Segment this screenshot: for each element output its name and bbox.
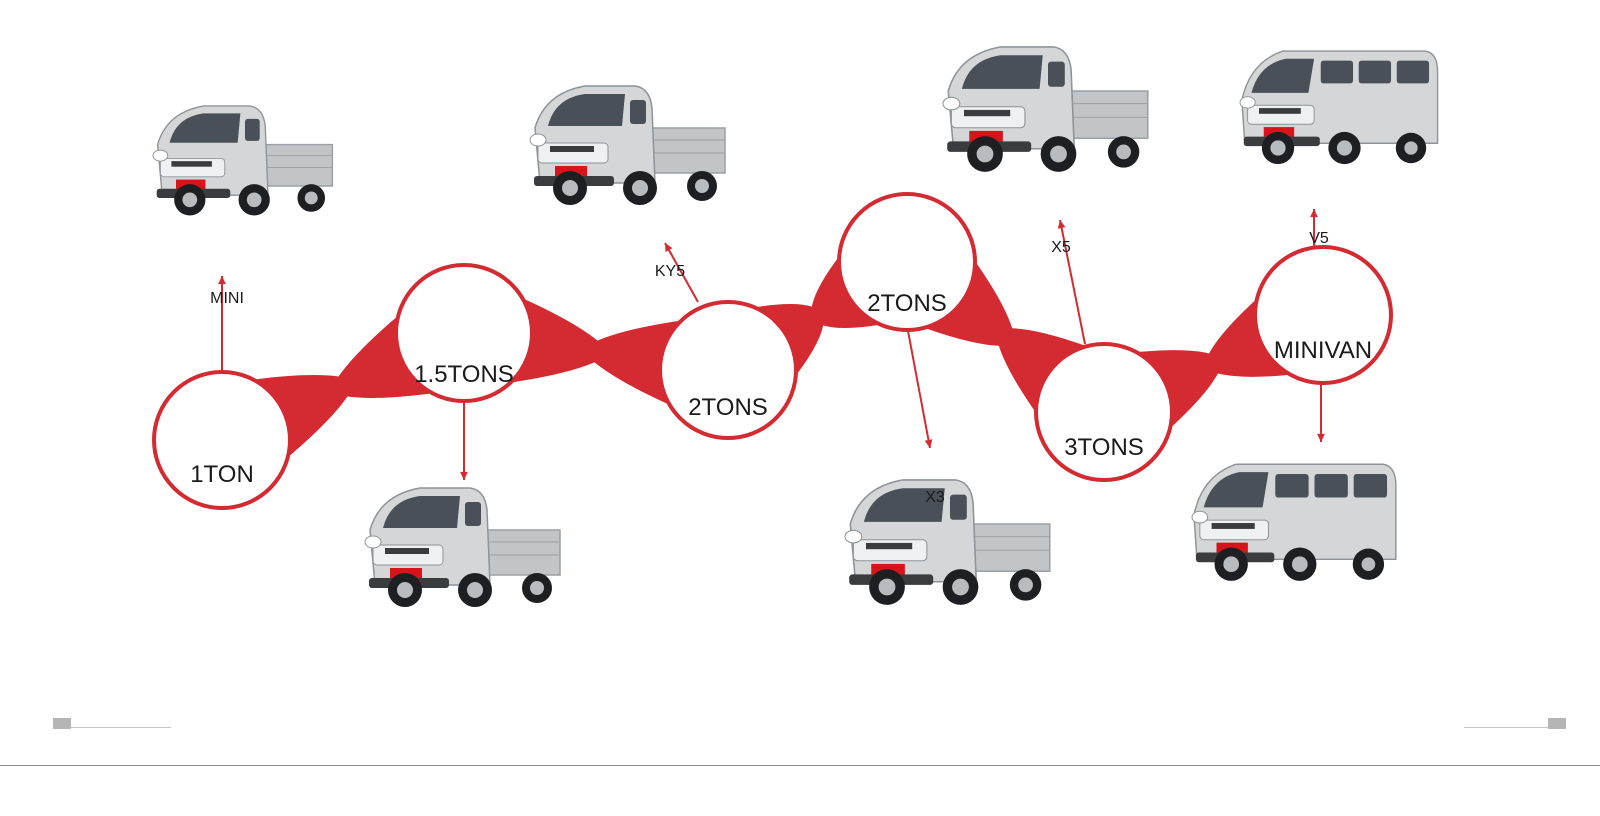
model-label-x3: X3 [925, 489, 945, 506]
arrow-icon [460, 402, 468, 480]
vehicle-illustrations [152, 46, 1439, 607]
corner-line [1464, 727, 1548, 728]
node-circle-minivan [1253, 245, 1393, 385]
truck-icon-m1 [152, 105, 334, 216]
truck-icon-m5 [942, 46, 1149, 172]
node-circle-1-5tons [394, 263, 534, 403]
model-label-v5: V5 [1309, 230, 1329, 247]
node-label-2tons-a: 2TONS [688, 394, 768, 421]
corner-line [71, 727, 171, 728]
corner-square [1548, 718, 1566, 729]
connector-segment [486, 288, 706, 415]
truck-icon-m3 [529, 85, 726, 205]
node-label-1-5tons: 1.5TONS [414, 361, 514, 388]
node-label-3tons: 3TONS [1064, 434, 1144, 461]
truck-icon-m4 [844, 479, 1051, 605]
arrow-icon [1317, 384, 1325, 442]
van-icon-m7 [1191, 463, 1397, 581]
text-labels: 1TON 1.5TONS 2TONS 2TONS 3TONS MINIVAN M… [190, 230, 1372, 506]
node-label-2tons-b: 2TONS [867, 290, 947, 317]
arrow-icon [907, 330, 933, 449]
node-circle-2tons-b [837, 192, 977, 332]
model-arrows [218, 209, 1325, 480]
arrow-icon [218, 276, 226, 372]
arrow-icon [664, 242, 699, 303]
node-label-minivan: MINIVAN [1274, 337, 1372, 364]
tonnage-nodes [152, 192, 1393, 510]
model-label-mini: MINI [210, 290, 244, 307]
node-circle-1ton [152, 370, 292, 510]
van-icon-m6 [1239, 50, 1439, 165]
corner-square [53, 718, 71, 729]
arrow-icon [1057, 219, 1086, 345]
node-label-1ton: 1TON [190, 461, 254, 488]
truck-icon-m2 [364, 487, 561, 607]
page-bottom-rule [0, 765, 1600, 766]
node-circle-2tons-a [658, 300, 798, 440]
node-circle-3tons [1034, 342, 1174, 482]
arrow-icon [1310, 209, 1318, 247]
model-label-x5: X5 [1051, 239, 1071, 256]
model-label-ky5: KY5 [655, 263, 685, 280]
